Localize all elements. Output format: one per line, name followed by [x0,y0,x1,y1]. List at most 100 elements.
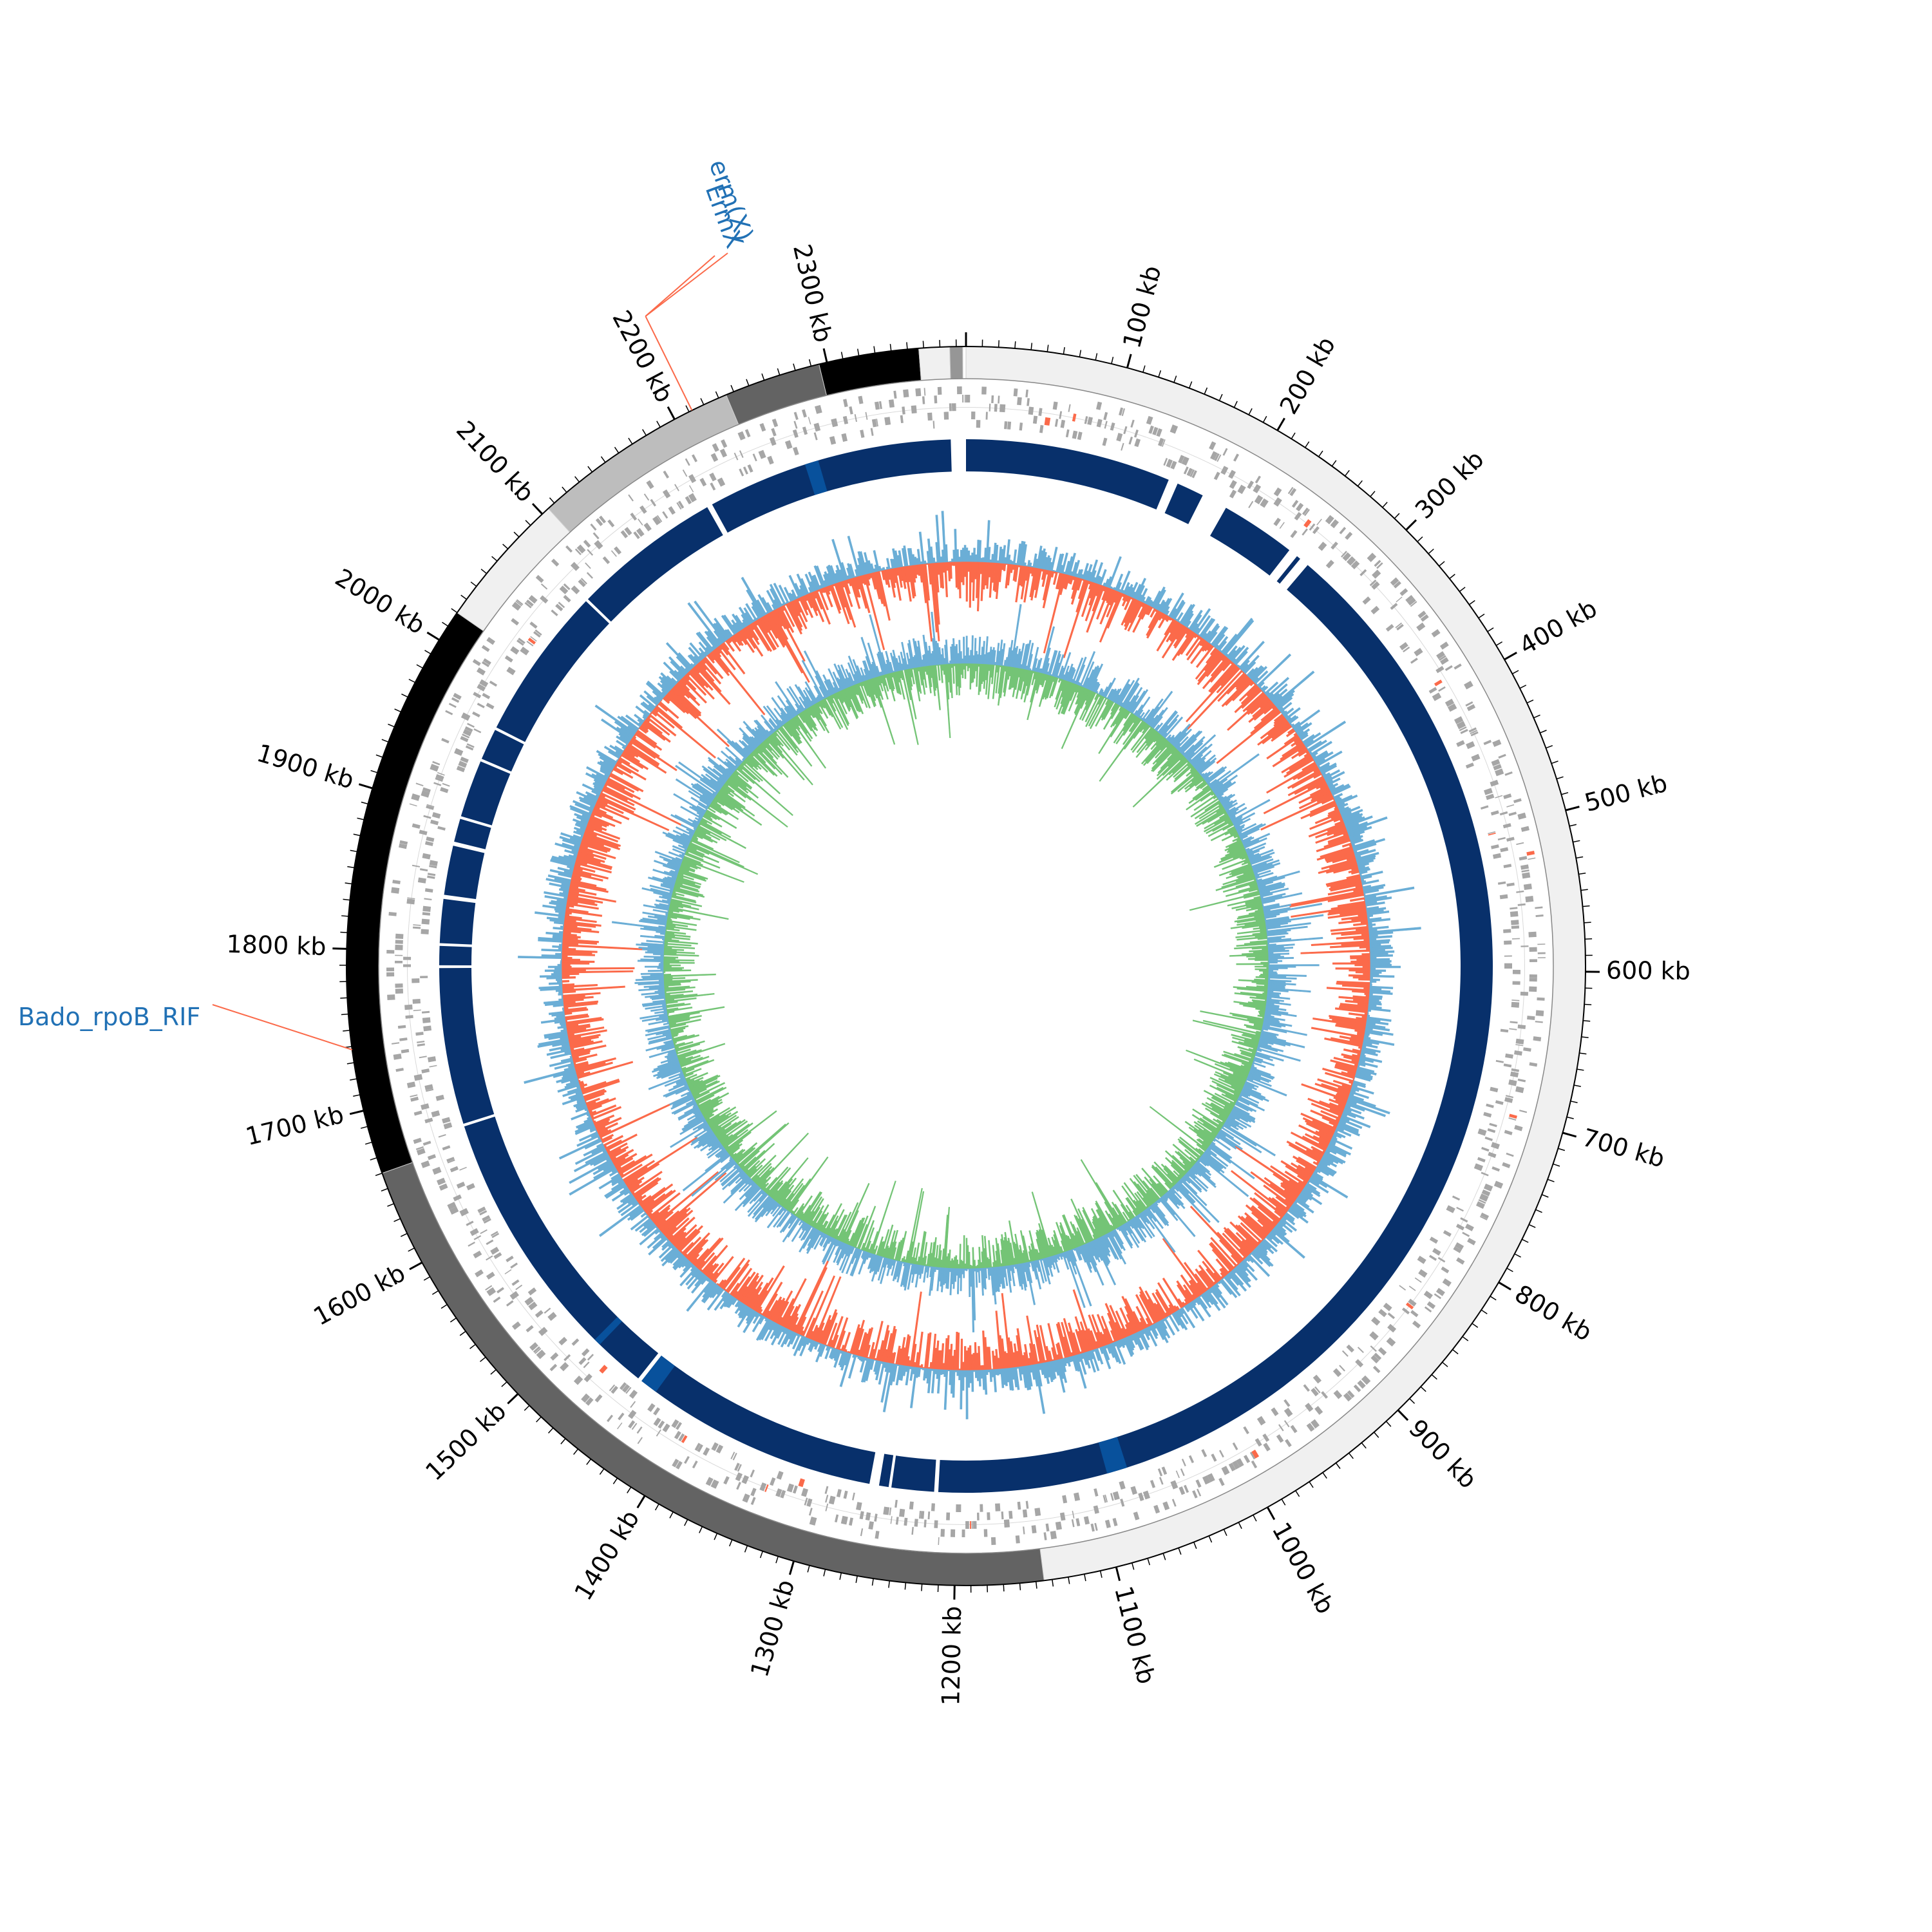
gene-feature [516,639,524,646]
minor-tick [1208,1535,1213,1543]
gene-feature [1163,458,1168,466]
gene-feature [419,868,428,872]
gene-feature [674,1430,681,1440]
gene-feature [421,790,430,798]
gene-feature [1220,466,1229,475]
minor-tick [1394,513,1400,519]
blast-hit [481,730,524,772]
gene-feature [793,421,798,429]
gene-feature [620,1382,627,1390]
gene-feature [1104,1519,1111,1528]
gene-feature [1302,528,1308,536]
tick-label: 500 kb [1582,769,1671,817]
gene-feature [737,431,746,440]
gene-feature [1346,1344,1355,1353]
gene-feature [1454,663,1462,670]
gene-feature [544,1307,551,1314]
gene-feature [931,1503,935,1511]
gene-feature [401,1048,410,1054]
gene-feature [815,404,822,414]
gene-feature [672,1459,679,1468]
gene-feature [1283,1420,1290,1428]
minor-tick [654,1504,659,1511]
gene-feature [433,782,442,786]
gene-feature [473,1235,482,1240]
gene-feature [860,430,865,438]
gene-feature [1483,1183,1493,1192]
minor-tick [1305,441,1310,448]
gene-feature [1537,952,1546,954]
gene-feature [571,585,580,594]
gene-feature [1273,517,1281,526]
tick-label: 1000 kb [1267,1517,1340,1618]
gene-feature [1412,1320,1421,1329]
gene-feature [490,1231,498,1236]
gene-feature [1370,1345,1377,1352]
gene-feature [742,1493,750,1503]
minor-tick [1178,1548,1182,1555]
minor-tick [1084,1574,1086,1582]
gene-feature [429,860,438,867]
minor-tick [759,1551,763,1558]
gene-feature [663,470,670,479]
gene-feature [739,450,744,459]
gene-feature [442,782,450,787]
gene-feature [1095,401,1103,410]
gene-feature [719,448,728,458]
minor-tick [357,817,365,820]
minor-tick [1431,1374,1437,1380]
gene-feature [1512,969,1520,974]
minor-tick [1348,1452,1354,1459]
gene-feature [1133,430,1139,438]
minor-tick [408,679,415,683]
gene-feature [472,659,481,667]
minor-tick [744,1545,748,1553]
gene-feature [1271,1407,1279,1416]
minor-tick [440,1303,448,1309]
gene-feature [934,1520,938,1528]
minor-tick [1218,393,1223,401]
gene-feature [1004,421,1008,430]
gene-feature [637,1437,643,1444]
gene-feature [1195,1479,1202,1488]
minor-tick [343,1030,350,1032]
minor-tick [728,1539,733,1547]
gene-feature [771,428,777,437]
gene-feature [421,1010,430,1014]
gene-feature [427,873,436,876]
gene-feature [843,1490,848,1499]
minor-tick [586,1459,592,1465]
minor-tick [1547,1179,1555,1182]
tick-label: 900 kb [1403,1414,1482,1493]
minor-tick [353,1094,361,1097]
gene-feature [1405,594,1414,603]
blast-hit [460,761,511,826]
gene-feature [459,1208,469,1217]
gene-feature [1508,811,1517,817]
gene-feature [441,737,450,744]
gene-feature [1441,1266,1450,1274]
gene-feature [412,978,420,983]
blast-hit [966,439,1169,510]
gene-feature [599,515,607,524]
gene-feature [1481,1189,1491,1197]
gene-feature [473,1250,482,1259]
gene-feature [1513,798,1522,804]
gene-feature [573,1376,583,1385]
gene-feature [1150,1479,1156,1488]
gene-feature [685,458,690,466]
gene-feature [643,522,652,532]
gene-feature [1294,512,1302,521]
minor-tick [1573,840,1580,843]
gene-feature [694,1443,701,1451]
gene-feature [1232,1442,1238,1450]
gene-feature [1401,1307,1410,1315]
gene-feature [524,1296,534,1306]
minor-tick [451,608,458,613]
gene-feature [1432,1247,1441,1256]
gene-feature [628,1420,636,1428]
gene-feature [1248,500,1254,509]
gene-feature [1515,1038,1524,1045]
gene-feature [1414,1277,1422,1283]
